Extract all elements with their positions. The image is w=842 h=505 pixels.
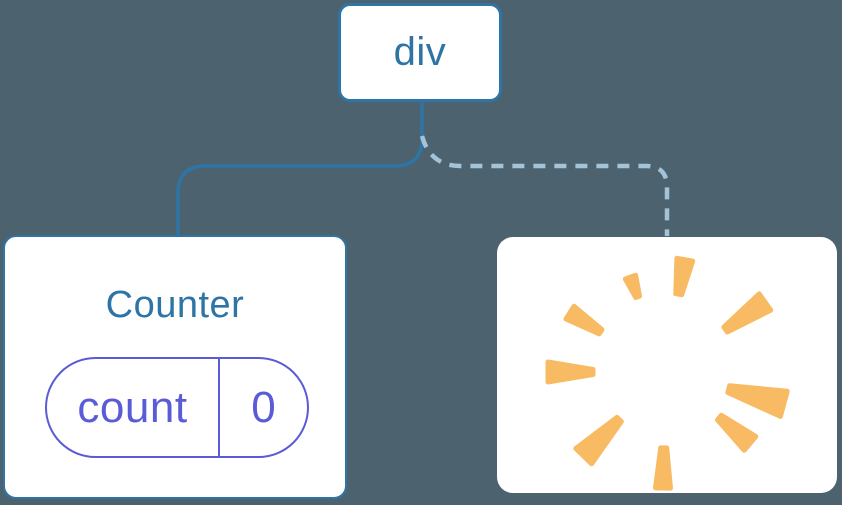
poof-ray [715, 412, 759, 453]
poof-icon [545, 255, 790, 491]
state-value-label: 0 [251, 382, 276, 432]
poof-ray [673, 255, 696, 298]
state-key-label: count [77, 382, 188, 432]
poof-ray [653, 445, 673, 491]
poof-ray [573, 414, 624, 467]
tree-node-counter: Counter count 0 [3, 235, 347, 499]
state-value-cell: 0 [218, 359, 307, 456]
poof-ray [545, 359, 596, 385]
poof-ray [622, 272, 642, 300]
tree-node-div: div [338, 3, 502, 102]
poof-ray [725, 383, 790, 419]
state-key-cell: count [47, 359, 218, 456]
div-node-label: div [393, 30, 447, 74]
state-pill: count 0 [45, 357, 309, 458]
connector-solid [176, 102, 424, 235]
tree-node-removed [497, 237, 837, 493]
poof-ray [721, 291, 774, 335]
connector-dashed [419, 135, 670, 236]
poof-ray [563, 303, 605, 337]
counter-title: Counter [105, 284, 245, 326]
